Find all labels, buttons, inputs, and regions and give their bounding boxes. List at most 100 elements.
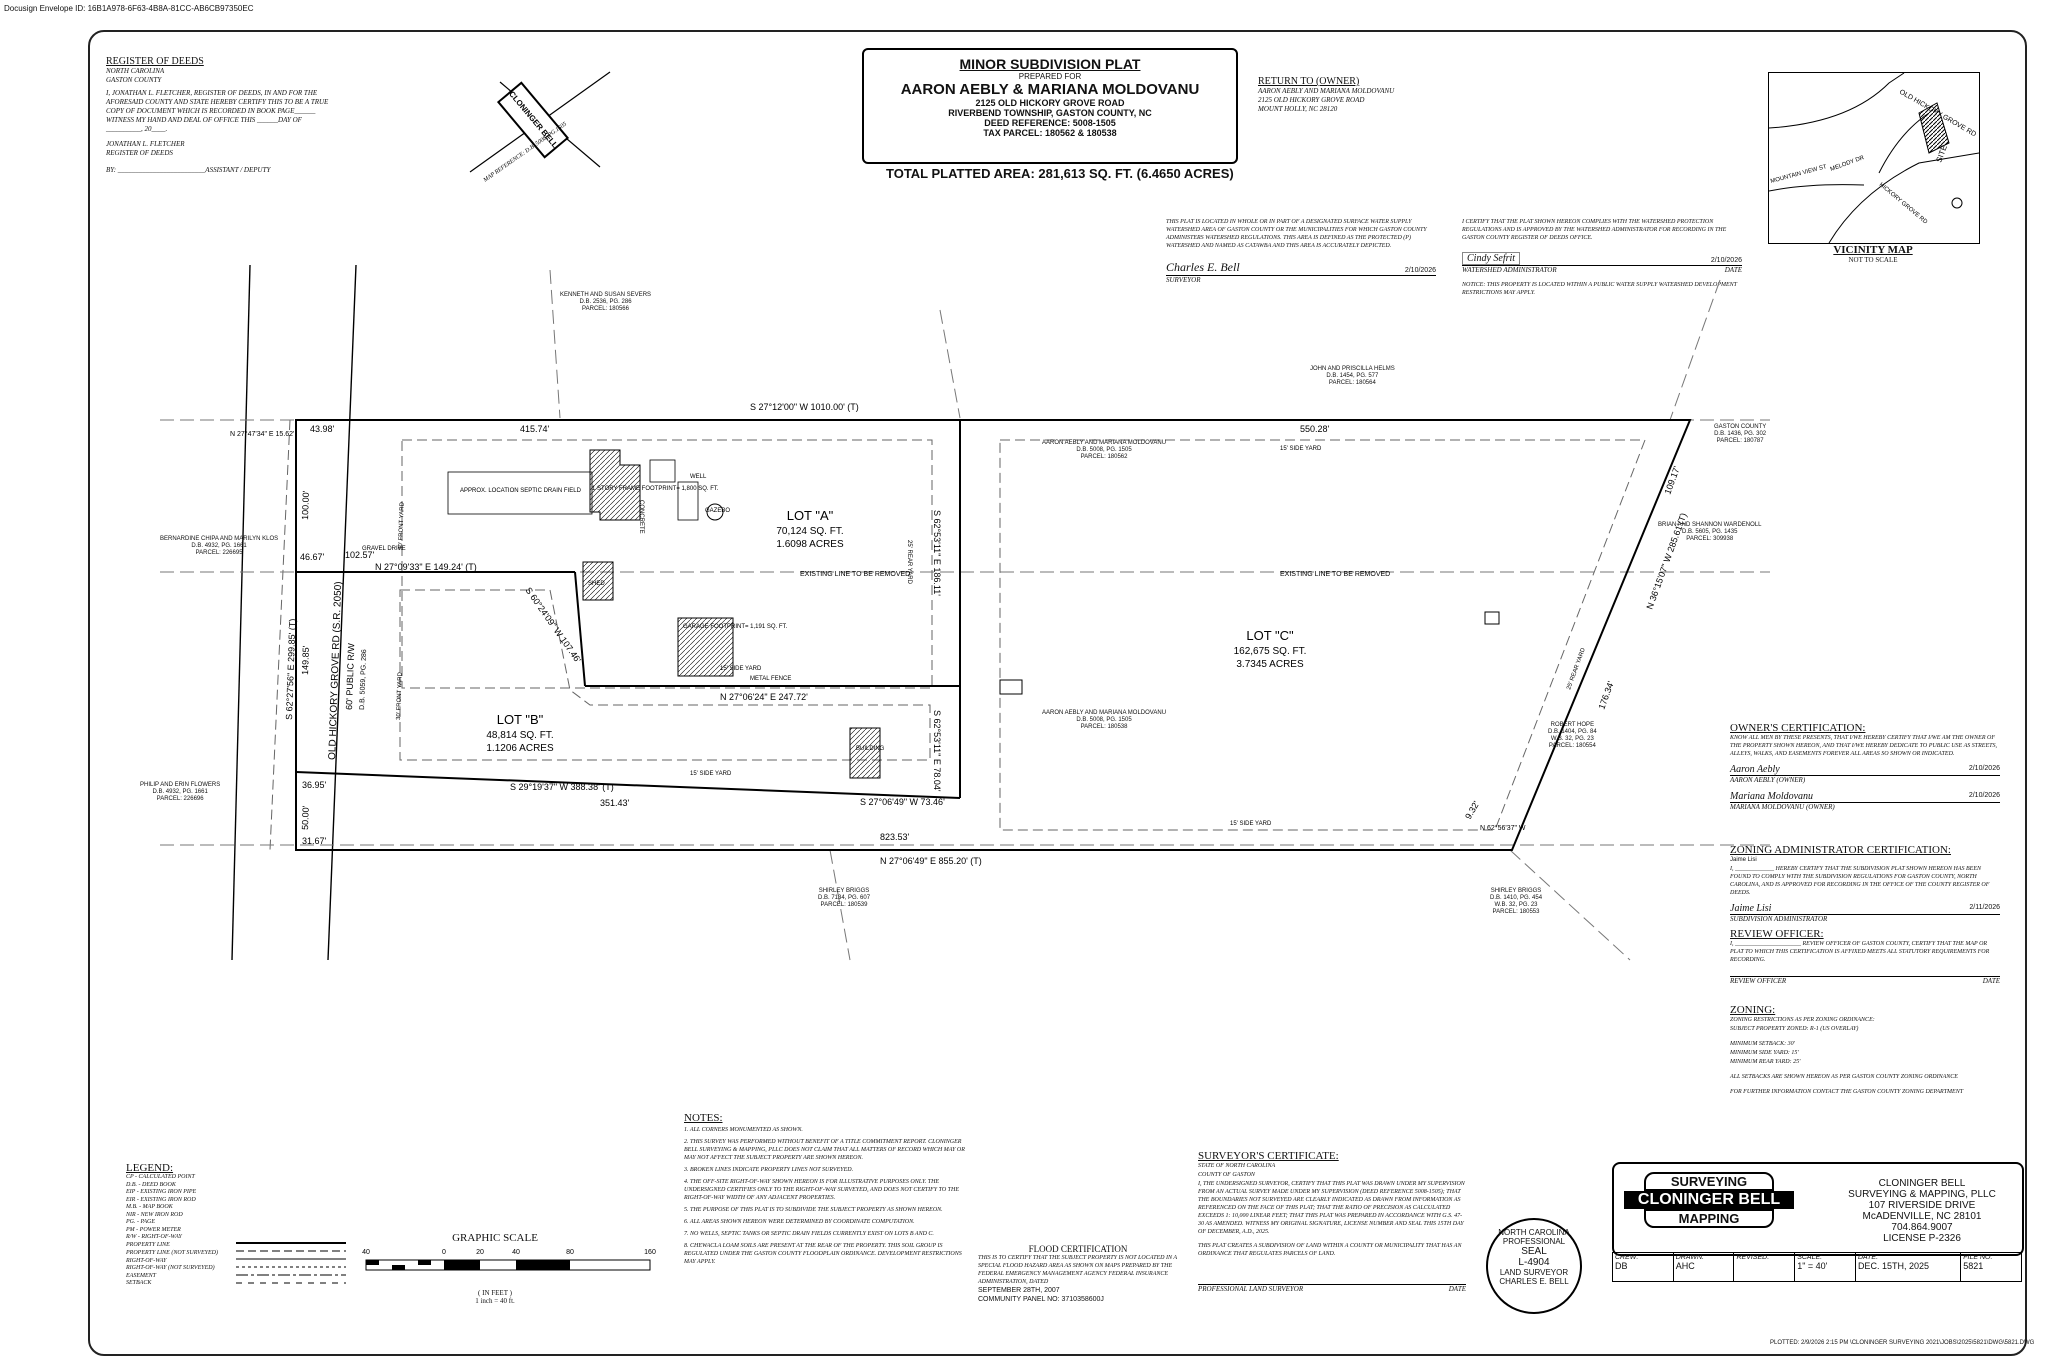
metal-fence: METAL FENCE [750, 676, 791, 682]
surveyor-role: PROFESSIONAL LAND SURVEYOR [1198, 1285, 1304, 1293]
surveyor-sign-role: SURVEYOR [1166, 276, 1201, 284]
scale-bar: 40 0 20 40 80 160 [362, 1249, 656, 1271]
lot-a-acres: 1.6098 ACRES [776, 539, 844, 550]
vicinity-title: VICINITY MAP [1833, 244, 1913, 256]
bearing-mid-3: 46.67' [300, 552, 325, 562]
setback-side-a: 15' SIDE YARD [720, 666, 762, 672]
notes: NOTES: 1. ALL CORNERS MONUMENTED AS SHOW… [684, 1112, 974, 1266]
adjoiner-briggs-1: SHIRLEY BRIGGS D.B. 7134, PG. 607 PARCEL… [818, 888, 871, 908]
register-of-deeds: REGISTER OF DEEDS NORTH CAROLINA GASTON … [106, 56, 336, 175]
house-footprint: 1 STORY FRAME FOOTPRINT= 1,800 SQ. FT. [592, 486, 719, 492]
note-2: 2. THIS SURVEY WAS PERFORMED WITHOUT BEN… [684, 1139, 965, 1161]
gazebo-label: GAZEBO [705, 508, 730, 514]
bearing-vertical-1: S 62°53'11" E 186.11' [932, 510, 942, 596]
return-title: RETURN TO (OWNER) [1258, 76, 1360, 87]
township: RIVERBEND TOWNSHIP, GASTON COUNTY, NC [948, 108, 1152, 118]
tax-parcel: TAX PARCEL: 180562 & 180538 [983, 128, 1117, 138]
scale-tick-5: 80 [566, 1249, 574, 1256]
vicinity-road-4: HICKORY GROVE RD [1878, 182, 1929, 226]
title-block: MINOR SUBDIVISION PLAT PREPARED FOR AARO… [862, 48, 1238, 164]
lot-a-name: LOT "A" [787, 508, 834, 523]
legend-item-12: RIGHT-OF-WAY [126, 1257, 167, 1264]
site-address: 2125 OLD HICKORY GROVE ROAD [975, 98, 1125, 108]
company-title-block: SURVEYING CLONINGER BELL MAPPING CLONING… [1612, 1162, 2024, 1256]
vicinity-scale: NOT TO SCALE [1848, 256, 1898, 264]
bearing-bottom: N 27°06'49" E 855.20' (T) [880, 856, 982, 866]
legend-line-samples [236, 1242, 346, 1284]
return-line-3: MOUNT HOLLY, NC 28120 [1258, 105, 1338, 113]
garage-label: GARAGE FOOTPRINT= 1,191 SQ. FT. [683, 624, 788, 630]
lot-b-name: LOT "B" [497, 712, 544, 727]
zoning-notes: ZONING: ZONING RESTRICTIONS AS PER ZONIN… [1730, 1004, 2000, 1097]
adjoiner-hope: ROBERT HOPE D.B. 1404, PG. 84 W.B. 32, P… [1548, 722, 1597, 749]
deed-reference: DEED REFERENCE: 5008-1505 [984, 118, 1116, 128]
surveyor-date-label: DATE [1448, 1285, 1466, 1293]
register-by: BY: _________________________ASSISTANT /… [106, 166, 271, 174]
road-ref: D.B. 5059, PG. 286 [359, 649, 368, 710]
prepared-for: PREPARED FOR [1018, 72, 1082, 81]
road-name: OLD HICKORY GROVE RD (S.R. 2050) [327, 581, 344, 760]
bearing-top-left: 43.98' [310, 424, 335, 434]
owner-cert-title: OWNER'S CERTIFICATION: [1730, 722, 1866, 734]
legend-item-13: RIGHT-OF-WAY (NOT SURVEYED) [126, 1265, 215, 1271]
flood-text: THIS IS TO CERTIFY THAT THE SUBJECT PROP… [978, 1255, 1177, 1285]
seal-line-1: NORTH CAROLINA [1498, 1228, 1570, 1237]
bearing-top-a: 415.74' [520, 424, 550, 434]
note-7: 7. NO WELLS, SEPTIC TANKS OR SEPTIC DRAI… [684, 1231, 934, 1237]
surveyor-seal: NORTH CAROLINA PROFESSIONAL SEAL L-4904 … [1486, 1218, 1582, 1314]
setback-side-b: 15' SIDE YARD [690, 771, 732, 777]
surveyor-cert-title: SURVEYOR'S CERTIFICATE: [1198, 1150, 1339, 1162]
gravel-drive: GRAVEL DRIVE [362, 546, 406, 552]
surveyor-state: STATE OF NORTH CAROLINA [1198, 1163, 1276, 1169]
septic-field: APPROX. LOCATION SEPTIC DRAIN FIELD [460, 488, 582, 494]
zoning-admin-signature: Jaime Lisi [1730, 903, 1772, 914]
lot-c-sqft: 162,675 SQ. FT. [1234, 646, 1307, 657]
watershed-notice: NOTICE: THIS PROPERTY IS LOCATED WITHIN … [1462, 282, 1737, 296]
owner-name-2: MARIANA MOLDOVANU (OWNER) [1730, 803, 1835, 811]
bearing-lot-b-top: N 27°06'24" E 247.72' [720, 692, 808, 702]
vicinity-map: OLD HICKORY GROVE RD MOUNTAIN VIEW ST ME… [1768, 72, 1980, 244]
adjoiner-wardenoll: BRIAN AND SHANNON WARDENOLL D.B. 5605, P… [1658, 522, 1762, 542]
setback-front-b: 30' FRONT YARD [396, 671, 404, 720]
bearing-road-west-3: 100.00' [300, 490, 311, 520]
surveyor-certificate: SURVEYOR'S CERTIFICATE: STATE OF NORTH C… [1198, 1150, 1466, 1294]
note-1: 1. ALL CORNERS MONUMENTED AS SHOWN. [684, 1127, 803, 1133]
legend-item-8: PM - POWER METER [126, 1226, 181, 1233]
zoning-admin-text: I, _____________ HEREBY CERTIFY THAT THE… [1730, 866, 1990, 896]
adjoiner-chipa: BERNARDINE CHIPA AND MARILYN KLOS D.B. 4… [160, 536, 279, 556]
zoning-admin-title: ZONING ADMINISTRATOR CERTIFICATION: [1730, 844, 1951, 856]
return-line-1: AARON AEBLY AND MARIANA MOLDOVANU [1258, 87, 1395, 95]
scale-title: GRAPHIC SCALE [452, 1232, 538, 1244]
register-state: NORTH CAROLINA [106, 67, 165, 75]
bearing-road-west-4: 50.00' [300, 805, 311, 830]
watershed-admin-signature: Cindy Sefrit [1462, 252, 1521, 265]
review-title: REVIEW OFFICER: [1730, 928, 1824, 940]
plat-heading: MINOR SUBDIVISION PLAT [959, 56, 1141, 72]
owner-date-1: 2/10/2026 [1968, 765, 2000, 772]
bearing-top-left-tie: N 27°47'34" E 15.62' [230, 430, 294, 438]
watershed-admin-role: WATERSHED ADMINISTRATOR [1462, 266, 1557, 274]
bearing-top: S 27°12'00" W 1010.00' (T) [750, 402, 859, 412]
existing-line-1: EXISTING LINE TO BE REMOVED [800, 571, 910, 578]
legend-title: LEGEND: [126, 1162, 174, 1174]
watershed-surveyor-cert: THIS PLAT IS LOCATED IN WHOLE OR IN PART… [1166, 218, 1436, 285]
existing-line-2: EXISTING LINE TO BE REMOVED [1280, 571, 1390, 578]
adjoiner-owner-1: AARON AEBLY AND MARIANA MOLDOVANU D.B. 5… [1042, 440, 1167, 460]
lot-c-acres: 3.7345 ACRES [1236, 659, 1304, 670]
notes-title: NOTES: [684, 1112, 723, 1124]
adjoiner-briggs-2: SHIRLEY BRIGGS D.B. 1410, PG. 454 W.B. 3… [1490, 888, 1543, 915]
note-6: 6. ALL AREAS SHOWN HEREON WERE DETERMINE… [684, 1219, 915, 1225]
review-role: REVIEW OFFICER [1730, 977, 1787, 985]
lot-b-acres: 1.1206 ACRES [486, 743, 554, 754]
scale-tick-6: 160 [644, 1249, 656, 1256]
surveyor-cert-text-2: THIS PLAT CREATES A SUBDIVISION OF LAND … [1198, 1243, 1462, 1257]
concrete-label: CONCRETE [638, 500, 644, 534]
setback-rear-a: 25' REAR YARD [906, 540, 912, 585]
logo-mapping: MAPPING [1644, 1209, 1774, 1228]
seal-line-4: L-4904 [1518, 1257, 1550, 1268]
bearing-small-1: 9.32' [1463, 799, 1481, 821]
legend-item-7: PG. - PAGE [126, 1219, 156, 1225]
adjoiner-flowers: PHILIP AND ERIN FLOWERS D.B. 4932, PG. 1… [140, 782, 221, 802]
note-4: 4. THE OFF-SITE RIGHT-OF-WAY SHOWN HEREO… [684, 1179, 959, 1201]
owner-certification: OWNER'S CERTIFICATION: KNOW ALL MEN BY T… [1730, 722, 2000, 812]
